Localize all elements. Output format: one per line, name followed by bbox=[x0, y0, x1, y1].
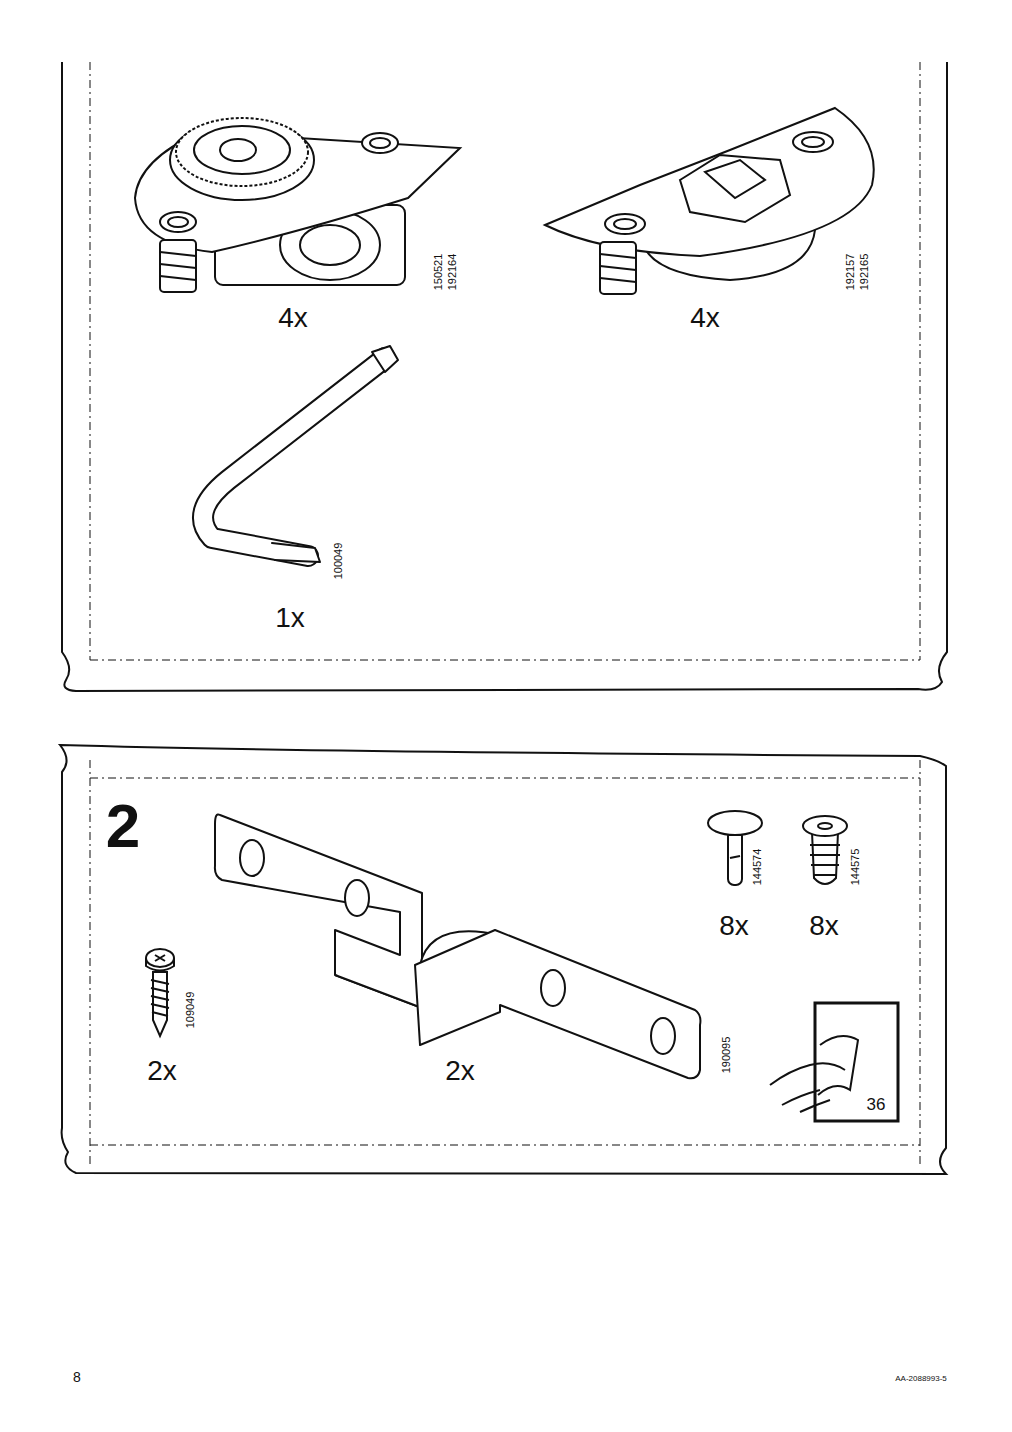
panel-frame bbox=[60, 745, 946, 1174]
turn-page-icon bbox=[770, 1003, 898, 1121]
part-number: 190095 bbox=[721, 1037, 732, 1074]
document-code: AA-2088993-5 bbox=[895, 1375, 947, 1383]
part-number: 192157 bbox=[845, 254, 856, 291]
cam-fitting bbox=[545, 108, 874, 294]
part-number: 109049 bbox=[185, 992, 196, 1029]
cam-fitting bbox=[135, 118, 460, 292]
part-number: 144575 bbox=[850, 849, 861, 886]
allen-key bbox=[203, 346, 398, 562]
quantity: 4x bbox=[690, 304, 720, 332]
dowel bbox=[803, 816, 847, 884]
quantity: 8x bbox=[719, 912, 749, 940]
quantity: 2x bbox=[445, 1057, 475, 1085]
screw bbox=[146, 949, 174, 1036]
panel-frame bbox=[62, 62, 947, 691]
quantity: 2x bbox=[147, 1057, 177, 1085]
bracket bbox=[215, 814, 701, 1078]
quantity: 4x bbox=[278, 304, 308, 332]
pin bbox=[708, 811, 762, 885]
page-number: 8 bbox=[73, 1370, 81, 1384]
quantity: 1x bbox=[275, 604, 305, 632]
part-number: 144574 bbox=[752, 849, 763, 886]
part-number: 192165 bbox=[859, 254, 870, 291]
part-number: 100049 bbox=[333, 543, 344, 580]
page-reference: 36 bbox=[867, 1096, 886, 1113]
part-number: 150521 bbox=[433, 254, 444, 291]
quantity: 8x bbox=[809, 912, 839, 940]
step-number: 2 bbox=[106, 795, 140, 857]
part-number: 192164 bbox=[447, 254, 458, 291]
